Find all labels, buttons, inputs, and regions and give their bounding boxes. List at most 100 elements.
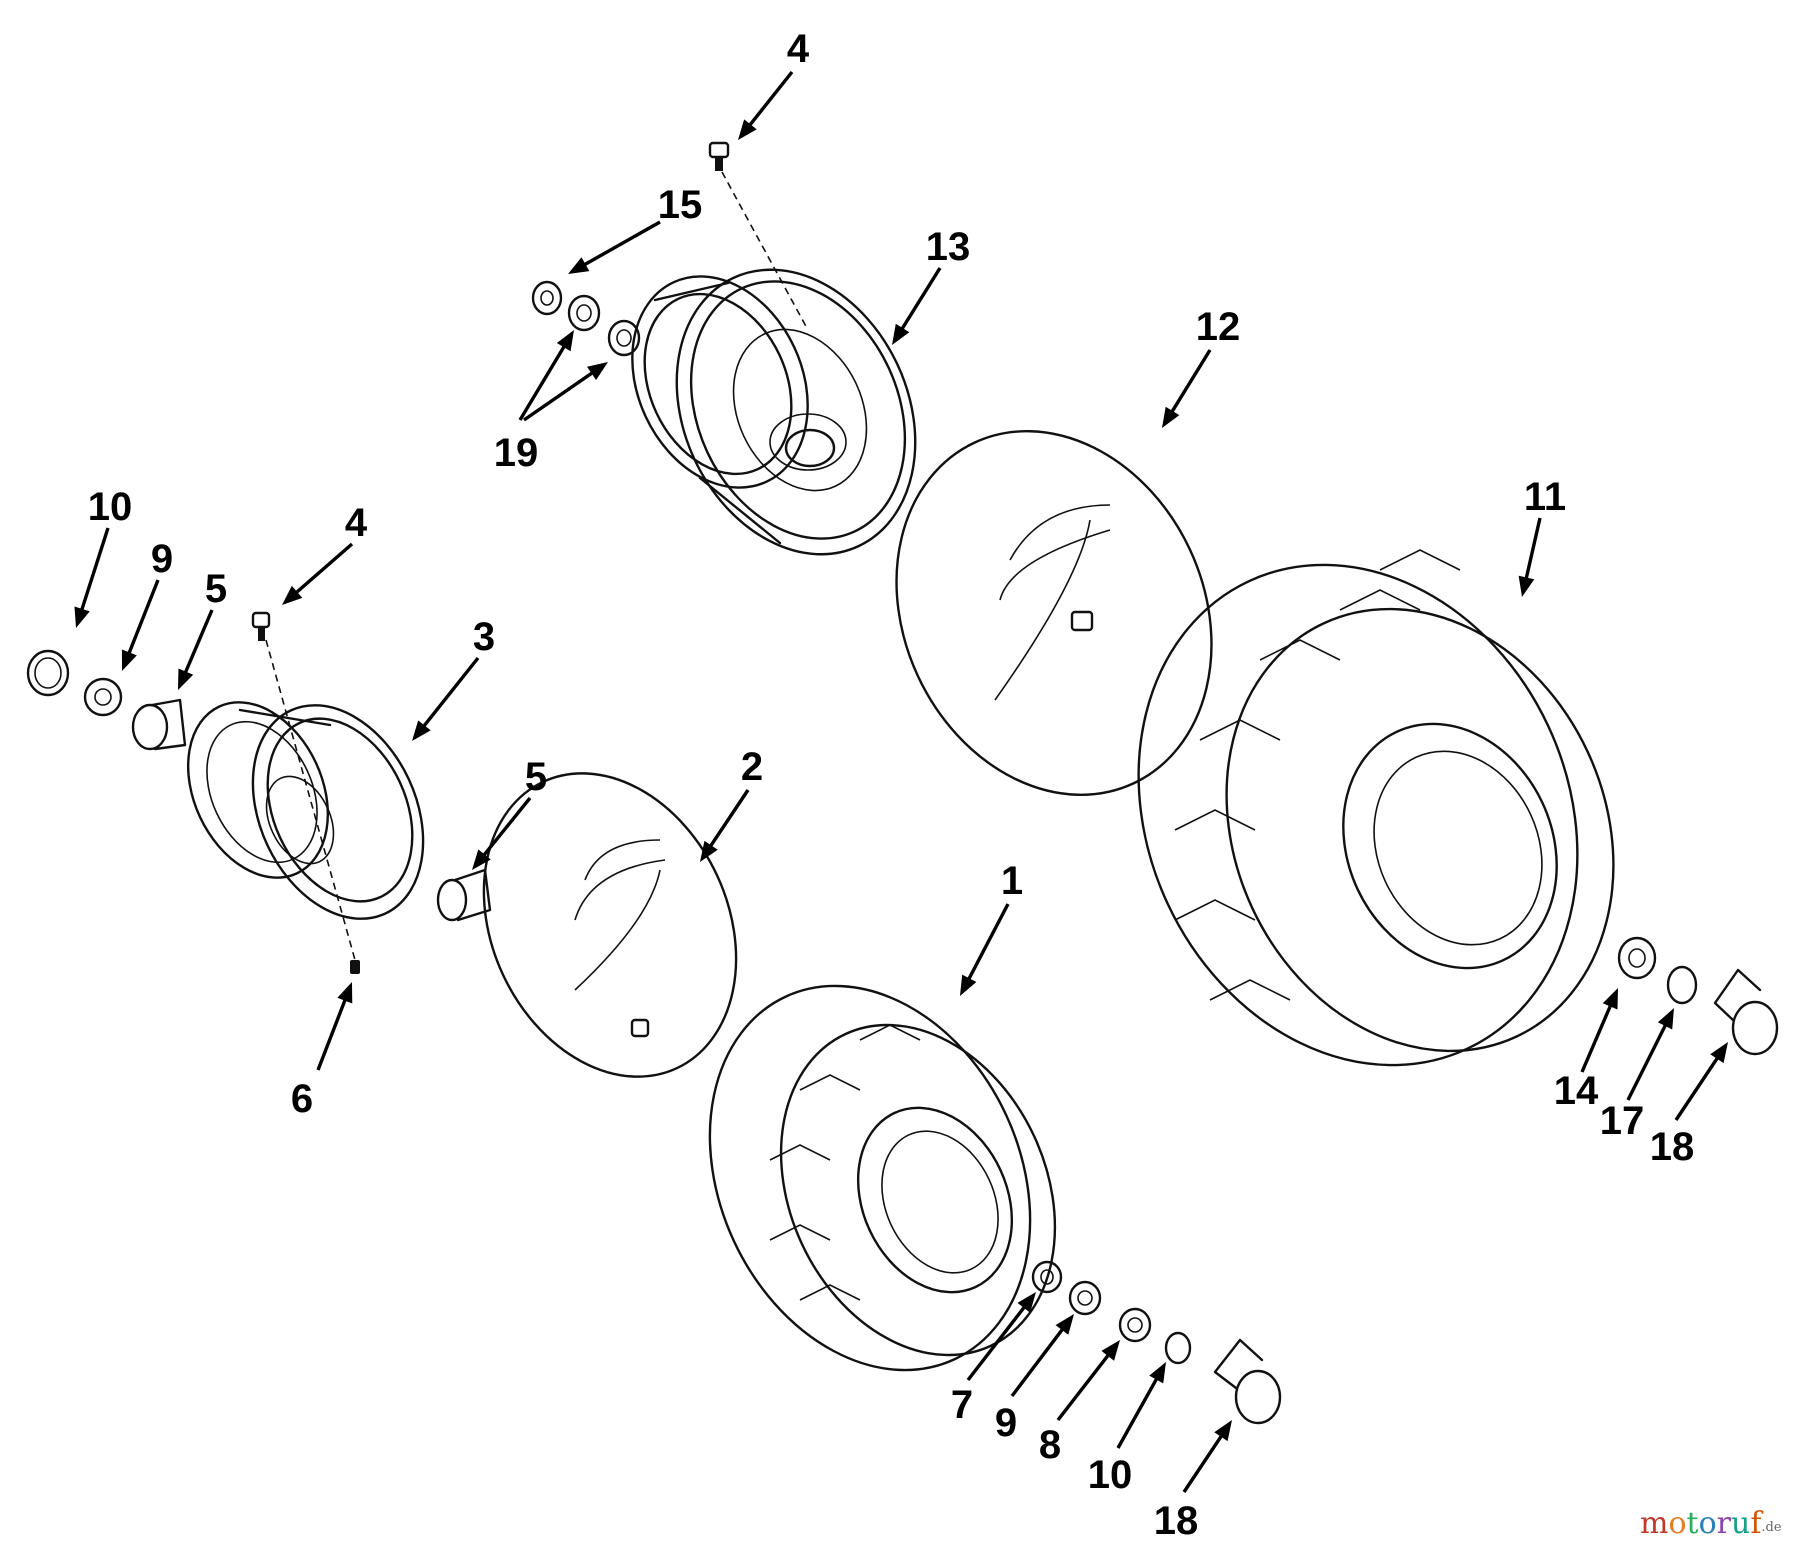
leader-3-shaft bbox=[419, 656, 480, 732]
leader-12-shaft bbox=[1167, 349, 1212, 417]
leader-17 bbox=[1626, 1008, 1674, 1101]
wm-letter-r: r bbox=[1717, 1506, 1732, 1541]
leader-10-left bbox=[74, 527, 110, 628]
leader-4-top-arrowhead bbox=[738, 119, 757, 140]
tire-11 bbox=[1137, 549, 1615, 1067]
leader-11-shaft bbox=[1523, 517, 1542, 584]
washer-19b bbox=[607, 319, 641, 357]
leader-6-shaft bbox=[316, 994, 349, 1071]
leader-9-bottom-shaft bbox=[1010, 1324, 1067, 1398]
leader-6 bbox=[316, 982, 353, 1071]
inner-tube-12 bbox=[895, 430, 1213, 796]
leader-14-shaft bbox=[1580, 1000, 1615, 1073]
callout-10-bottom: 10 bbox=[1088, 1453, 1133, 1497]
leader-18-right-shaft bbox=[1674, 1052, 1722, 1121]
leader-5-left-shaft bbox=[181, 609, 214, 678]
leader-13-shaft bbox=[897, 267, 942, 335]
callout-1: 1 bbox=[1001, 859, 1023, 903]
leader-lines bbox=[74, 70, 1728, 1493]
grease-fitting-4-top bbox=[708, 141, 730, 171]
leader-19a-shaft bbox=[518, 341, 569, 421]
leader-15-shaft bbox=[579, 220, 661, 269]
leader-19b bbox=[523, 362, 608, 422]
leader-17-arrowhead bbox=[1657, 1008, 1674, 1030]
wm-letter-o1: o bbox=[1668, 1506, 1686, 1541]
callout-5-left: 5 bbox=[205, 567, 227, 611]
leader-18-right bbox=[1674, 1042, 1728, 1121]
wm-letter-t: t bbox=[1687, 1506, 1699, 1541]
washer-7 bbox=[1031, 1260, 1063, 1294]
leader-1-arrowhead bbox=[960, 974, 977, 996]
leader-8-arrowhead bbox=[1101, 1340, 1120, 1361]
leader-19b-shaft bbox=[523, 368, 598, 422]
callout-9-left: 9 bbox=[151, 537, 173, 581]
callout-17: 17 bbox=[1600, 1099, 1645, 1143]
leader-1-shaft bbox=[964, 903, 1010, 985]
leader-3 bbox=[412, 656, 480, 741]
callout-7: 7 bbox=[951, 1383, 973, 1427]
fitting-6 bbox=[350, 960, 360, 974]
leader-4-top bbox=[738, 70, 794, 140]
leader-9-left bbox=[121, 579, 160, 671]
leader-18-bottom bbox=[1182, 1420, 1232, 1493]
leader-7 bbox=[966, 1292, 1036, 1382]
wm-tld: .de bbox=[1761, 1520, 1781, 1535]
leader-12 bbox=[1162, 349, 1212, 428]
leader-2-arrowhead bbox=[700, 840, 718, 862]
leader-2-shaft bbox=[706, 789, 750, 852]
cap-18-bottom bbox=[1213, 1338, 1282, 1425]
leader-10-bottom-arrowhead bbox=[1149, 1362, 1166, 1384]
wm-letter-m: m bbox=[1640, 1506, 1668, 1541]
leader-10-left-arrowhead bbox=[74, 606, 90, 628]
leader-14-arrowhead bbox=[1602, 988, 1618, 1010]
snap-ring-17 bbox=[1666, 965, 1698, 1005]
wm-letter-o2: o bbox=[1699, 1506, 1717, 1541]
callout-5-mid: 5 bbox=[525, 755, 547, 799]
watermark: motoruf.de bbox=[1640, 1506, 1782, 1541]
wm-letter-u: u bbox=[1731, 1506, 1750, 1541]
grease-fitting-4-left bbox=[251, 611, 271, 641]
leader-1 bbox=[960, 903, 1010, 996]
leader-17-shaft bbox=[1626, 1019, 1670, 1101]
washer-8 bbox=[1118, 1307, 1152, 1343]
leader-4-left-arrowhead bbox=[282, 585, 303, 605]
callout-14: 14 bbox=[1554, 1069, 1599, 1113]
leader-9-left-shaft bbox=[125, 579, 160, 659]
callout-10-left: 10 bbox=[88, 485, 133, 529]
leader-19a bbox=[518, 330, 574, 421]
snap-ring-10-bottom bbox=[1164, 1331, 1192, 1365]
bushing-5-left bbox=[131, 698, 187, 751]
callout-3: 3 bbox=[473, 615, 495, 659]
leader-9-bottom-arrowhead bbox=[1055, 1314, 1074, 1335]
inner-tube-2 bbox=[482, 772, 738, 1078]
leader-7-arrowhead bbox=[1017, 1292, 1036, 1313]
leader-13 bbox=[892, 267, 942, 345]
callout-6: 6 bbox=[291, 1077, 313, 1121]
washer-15 bbox=[531, 280, 563, 316]
callout-18-bottom: 18 bbox=[1154, 1499, 1199, 1543]
leader-19b-arrowhead bbox=[586, 362, 608, 380]
leader-4-left bbox=[282, 542, 354, 605]
callout-12: 12 bbox=[1196, 305, 1241, 349]
leader-8-shaft bbox=[1056, 1350, 1113, 1422]
wm-letter-f: f bbox=[1750, 1506, 1763, 1541]
leader-9-bottom bbox=[1010, 1314, 1074, 1398]
leader-6-arrowhead bbox=[337, 982, 353, 1004]
leader-5-mid-shaft bbox=[479, 796, 532, 861]
leader-15-arrowhead bbox=[568, 257, 590, 274]
leader-15 bbox=[568, 220, 661, 274]
callout-4-top: 4 bbox=[787, 27, 810, 71]
washer-9-left bbox=[83, 677, 123, 717]
leader-9-left-arrowhead bbox=[121, 649, 137, 671]
tire-1 bbox=[708, 984, 1057, 1372]
leader-7-shaft bbox=[966, 1302, 1029, 1382]
callout-15: 15 bbox=[658, 183, 703, 227]
washer-19a bbox=[567, 294, 601, 332]
washer-9-bottom bbox=[1068, 1280, 1102, 1316]
rim-13 bbox=[631, 268, 917, 556]
leader-18-bottom-arrowhead bbox=[1214, 1420, 1232, 1442]
rim-3 bbox=[186, 701, 425, 920]
callout-8: 8 bbox=[1039, 1423, 1061, 1467]
leader-2 bbox=[700, 789, 750, 862]
